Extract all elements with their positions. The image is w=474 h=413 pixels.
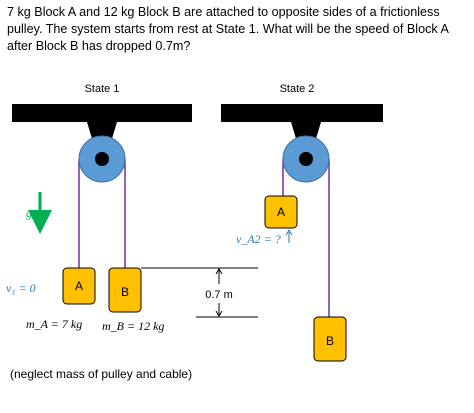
state1-title: State 1: [85, 83, 120, 95]
state1-ceiling: [12, 104, 192, 122]
state2-ceiling: [221, 104, 383, 122]
state1-block-b: [108, 267, 142, 313]
state2-block-a: [264, 195, 298, 229]
state1-block-b-label: B: [121, 285, 129, 299]
va2-arrowhead: [285, 229, 293, 236]
va2-label: v_A2 = ?: [236, 232, 281, 246]
state2-title: State 2: [280, 83, 315, 95]
problem-statement: 7 kg Block A and 12 kg Block B are attac…: [7, 5, 449, 53]
state1-block-a-label: A: [75, 279, 83, 293]
note-text: (neglect mass of pulley and cable): [10, 367, 193, 381]
state1-block-a: [62, 267, 96, 305]
v1-label: v₁ = 0: [6, 281, 36, 295]
state1-pulley-axle: [95, 152, 109, 166]
dimension-arrowhead-up: [215, 268, 223, 275]
state2-block-a-label: A: [277, 205, 285, 219]
state2-block-b: [313, 316, 347, 362]
mass-a-label: m_A = 7 kg: [26, 317, 82, 331]
gravity-label: g: [26, 206, 32, 220]
dimension-arrowhead-down: [215, 310, 223, 317]
drop-distance-label: 0.7 m: [205, 289, 233, 301]
state2-block-b-label: B: [326, 334, 334, 348]
mass-b-label: m_B = 12 kg: [102, 319, 164, 333]
state2-pulley-axle: [299, 152, 313, 166]
